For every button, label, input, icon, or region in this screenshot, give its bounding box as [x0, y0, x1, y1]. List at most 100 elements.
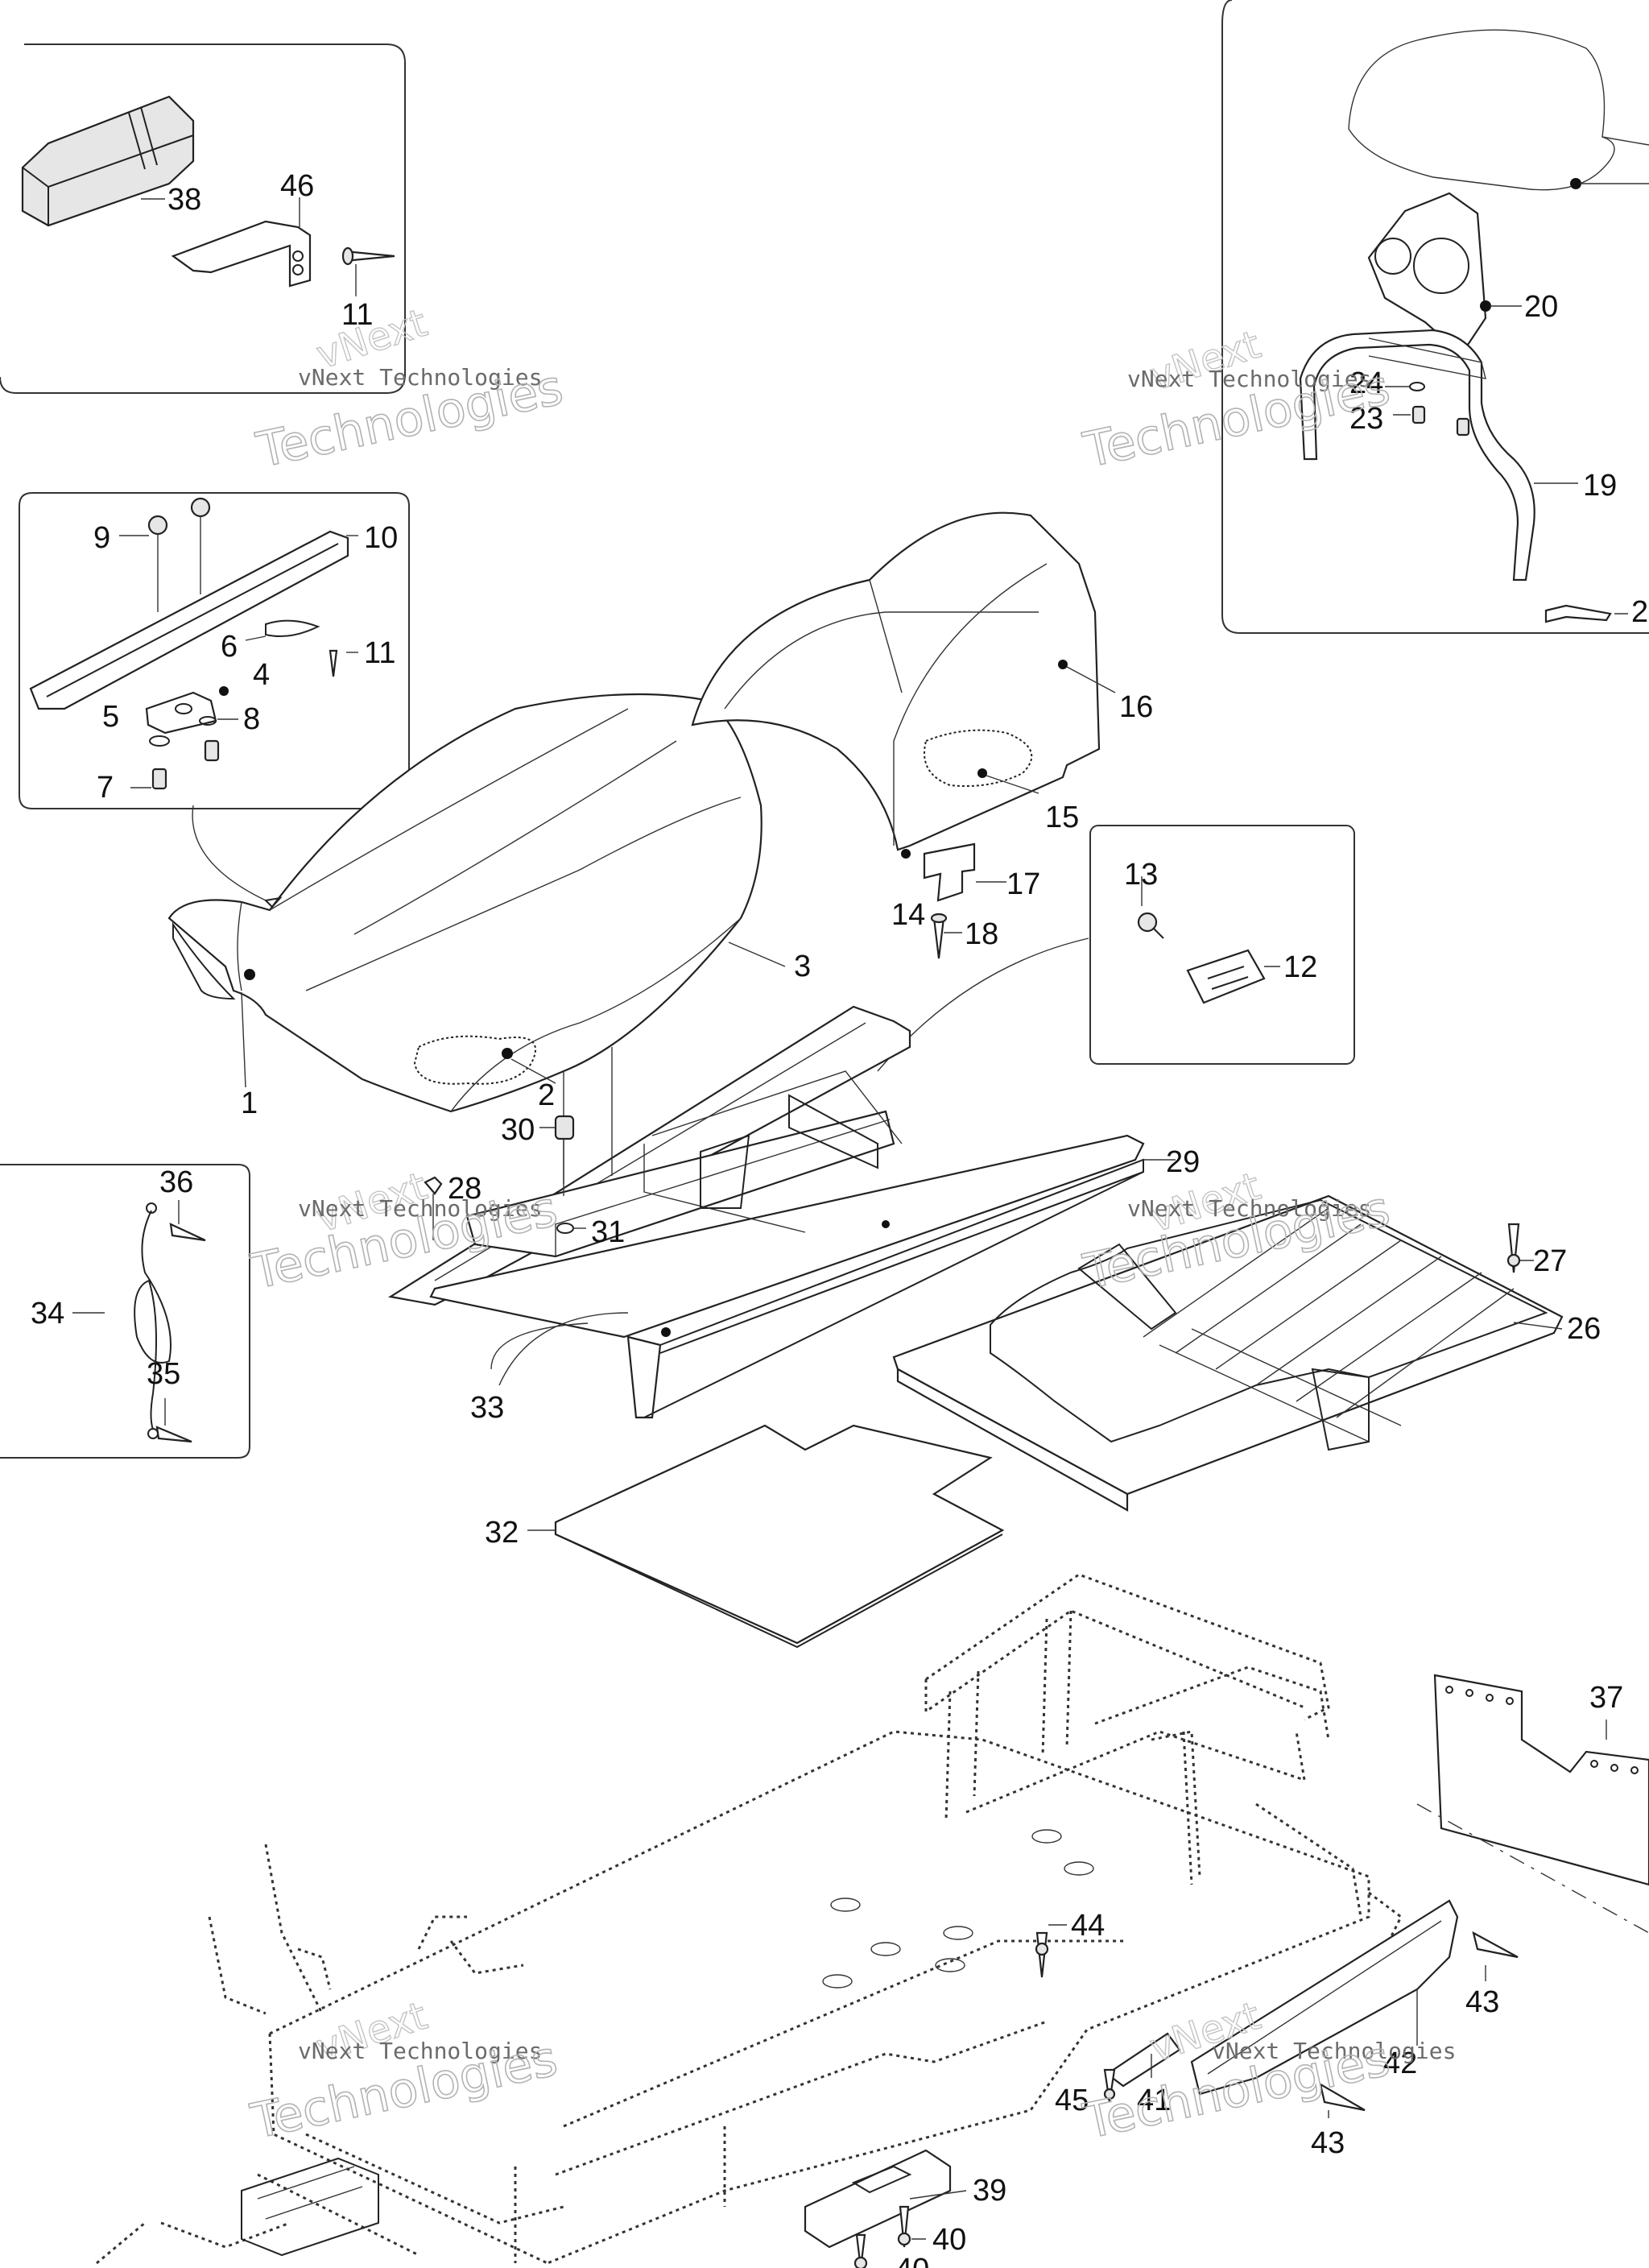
callout: 4	[253, 658, 270, 692]
callout: 11	[364, 636, 395, 670]
rear-panel-33	[498, 1312, 629, 1386]
callout: 15	[1045, 801, 1079, 834]
seat-3	[167, 693, 786, 1113]
rivet-11-top	[341, 246, 395, 296]
callout: 18	[965, 917, 998, 951]
seat-frame-29	[388, 1005, 1176, 1419]
callout: 36	[159, 1165, 193, 1199]
callout: 29	[1166, 1145, 1200, 1179]
callout: 7	[97, 771, 114, 805]
watermark-text: vNext Technologies	[298, 2038, 542, 2064]
callout: 26	[1567, 1312, 1601, 1346]
rivet-44	[1035, 1924, 1067, 1978]
rivet-18	[930, 913, 962, 959]
callout: 6	[221, 630, 238, 664]
callout: 19	[1583, 469, 1617, 503]
callout: 13	[1124, 858, 1158, 892]
callout: 23	[1349, 402, 1383, 436]
backrest-bracket-20	[1367, 192, 1522, 356]
watermark-top-left: vNext vNext Technologies Technologies	[251, 300, 568, 480]
callout: 33	[470, 1391, 504, 1425]
rivet-45	[1103, 2068, 1116, 2103]
rivet-43-lower	[1319, 2082, 1366, 2118]
callout: 3	[794, 950, 811, 983]
callout: 9	[93, 521, 110, 555]
chassis-frame	[96, 1573, 1403, 2265]
inset-box-left-middle	[19, 492, 410, 809]
callout: 40	[932, 2223, 966, 2257]
rivet-27	[1506, 1223, 1534, 1273]
callout: 31	[591, 1215, 625, 1249]
hinge-12	[1186, 949, 1280, 1004]
bracket-46	[171, 197, 312, 288]
callout: 43	[1311, 2126, 1345, 2160]
callout: 35	[147, 1357, 180, 1391]
inset-box-top-left	[0, 43, 406, 394]
callout: 27	[1533, 1244, 1567, 1278]
callout: 17	[1006, 867, 1040, 901]
latch-assembly	[29, 497, 358, 790]
callout: 38	[167, 183, 201, 217]
callout: 43	[1465, 1985, 1499, 2019]
callout: 5	[102, 700, 119, 734]
inset-box-top-right	[1221, 0, 1649, 634]
callout: 12	[1283, 950, 1317, 984]
battery-box	[241, 2157, 379, 2257]
callout: 42	[1383, 2047, 1417, 2080]
callout: 8	[243, 702, 260, 736]
backrest-frame-19	[1299, 329, 1578, 581]
reflector-41	[1106, 2032, 1181, 2088]
callout: 34	[31, 1297, 64, 1331]
bracket-17	[923, 842, 1006, 902]
callout: 28	[448, 1172, 481, 1206]
callout: 37	[1589, 1681, 1623, 1715]
mud-flap-37	[1416, 1674, 1649, 1934]
callout: 14	[891, 898, 925, 932]
backrest-hardware	[1385, 382, 1628, 623]
callout: 24	[1349, 366, 1383, 400]
chassis-holes	[822, 1829, 1094, 1989]
cover-39	[804, 2149, 967, 2249]
callout: 40	[895, 2253, 929, 2268]
carrier-rack-26	[892, 1194, 1564, 1512]
callout: 45	[1055, 2084, 1089, 2117]
callout: 30	[501, 1113, 535, 1147]
passenger-seat-16	[691, 511, 1116, 859]
tether-cable-34	[72, 1202, 172, 1439]
watermark-text: vNext Technologies	[1127, 366, 1371, 392]
callout: 2	[538, 1078, 555, 1112]
rivet-43-upper	[1472, 1931, 1519, 1981]
rivet-36	[169, 1200, 206, 1242]
bumper-30	[539, 1115, 575, 1196]
screw-13	[1137, 876, 1164, 939]
inset-box-hinge	[1089, 825, 1355, 1065]
callout: 44	[1071, 1909, 1105, 1943]
watermark-text: vNext Technologies	[298, 1195, 542, 1222]
callout: 11	[341, 298, 373, 332]
callout: 39	[973, 2174, 1006, 2208]
watermark-text: vNext Technologies	[298, 364, 542, 391]
backrest-pad	[1348, 29, 1649, 191]
watermark-bottom-left: vNext vNext Technologies Technologies	[246, 1993, 563, 2151]
storage-bag-38	[21, 95, 195, 227]
side-guard-42	[1190, 1899, 1459, 2096]
callout: 46	[280, 169, 314, 203]
callout: 41	[1137, 2084, 1171, 2117]
watermark-text: vNext Technologies	[1212, 2038, 1456, 2064]
callout: 1	[241, 1086, 258, 1120]
foam-pad-32	[527, 1424, 1005, 1649]
washer-31	[556, 1223, 586, 1234]
rivet-35	[155, 1398, 192, 1443]
callout: 32	[485, 1516, 519, 1550]
callout: 10	[364, 521, 398, 555]
callout: 20	[1524, 290, 1558, 324]
watermark-text: vNext Technologies	[1127, 1195, 1371, 1222]
inset-box-tether	[0, 1164, 250, 1459]
callout-labels: 38 46 11 9 10 6 11 4 5 8 7 16 15 17 14 1…	[31, 169, 1648, 2268]
nut-28	[424, 1176, 443, 1240]
bolt-40-upper	[897, 2205, 926, 2248]
callout: 16	[1119, 690, 1153, 724]
bolt-40-lower	[853, 2233, 868, 2268]
callout: 2	[1631, 595, 1648, 629]
